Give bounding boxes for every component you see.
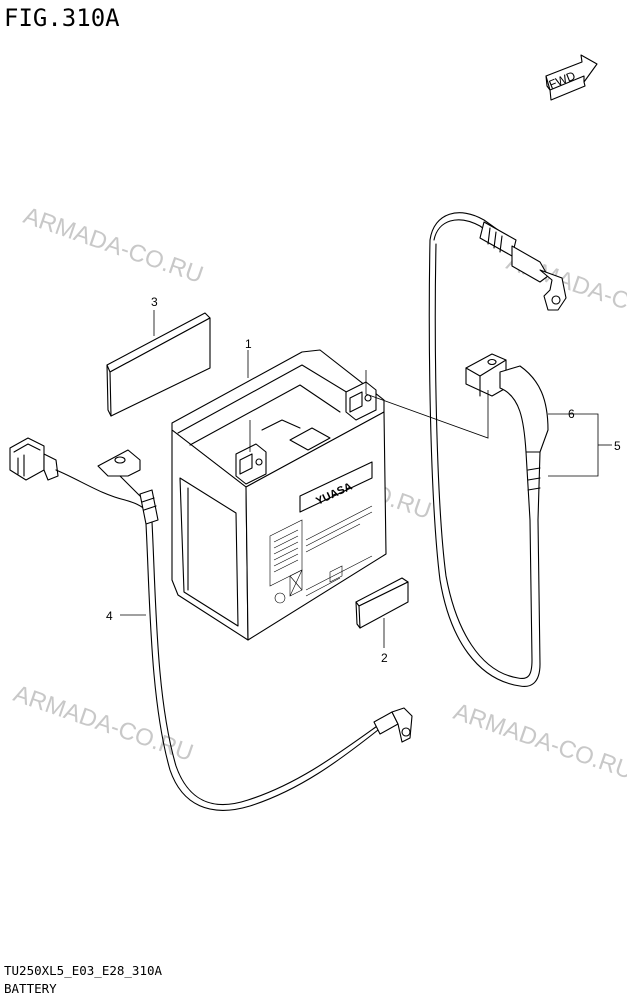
fwd-label: FWD: [547, 68, 578, 91]
figure-title: FIG.310A: [4, 4, 120, 32]
callout-2: 2: [381, 651, 388, 665]
callout-6: 6: [568, 407, 575, 421]
part-5-positive-cable: [428, 212, 567, 687]
callout-3: 3: [151, 295, 158, 309]
part-1-battery: YUASA: [171, 349, 387, 641]
watermark-bottom-right: ARMADA-CO.RU: [450, 698, 627, 785]
part-3-pad: [106, 312, 211, 417]
callout-1: 1: [245, 337, 252, 351]
leader-lines: [120, 310, 612, 648]
footer-code: TU250XL5_E03_E28_310A: [4, 963, 163, 978]
callout-5: 5: [614, 439, 621, 453]
connection-lines: [249, 370, 489, 452]
callout-4: 4: [106, 609, 113, 623]
footer-name: BATTERY: [4, 981, 57, 996]
part-4-negative-cable: [9, 437, 413, 811]
fwd-arrow-icon: FWD: [545, 54, 598, 101]
watermark-top-left: ARMADA-CO.RU: [20, 202, 207, 289]
watermark-bottom-left: ARMADA-CO.RU: [10, 680, 197, 767]
part-2-pad: [355, 577, 409, 629]
